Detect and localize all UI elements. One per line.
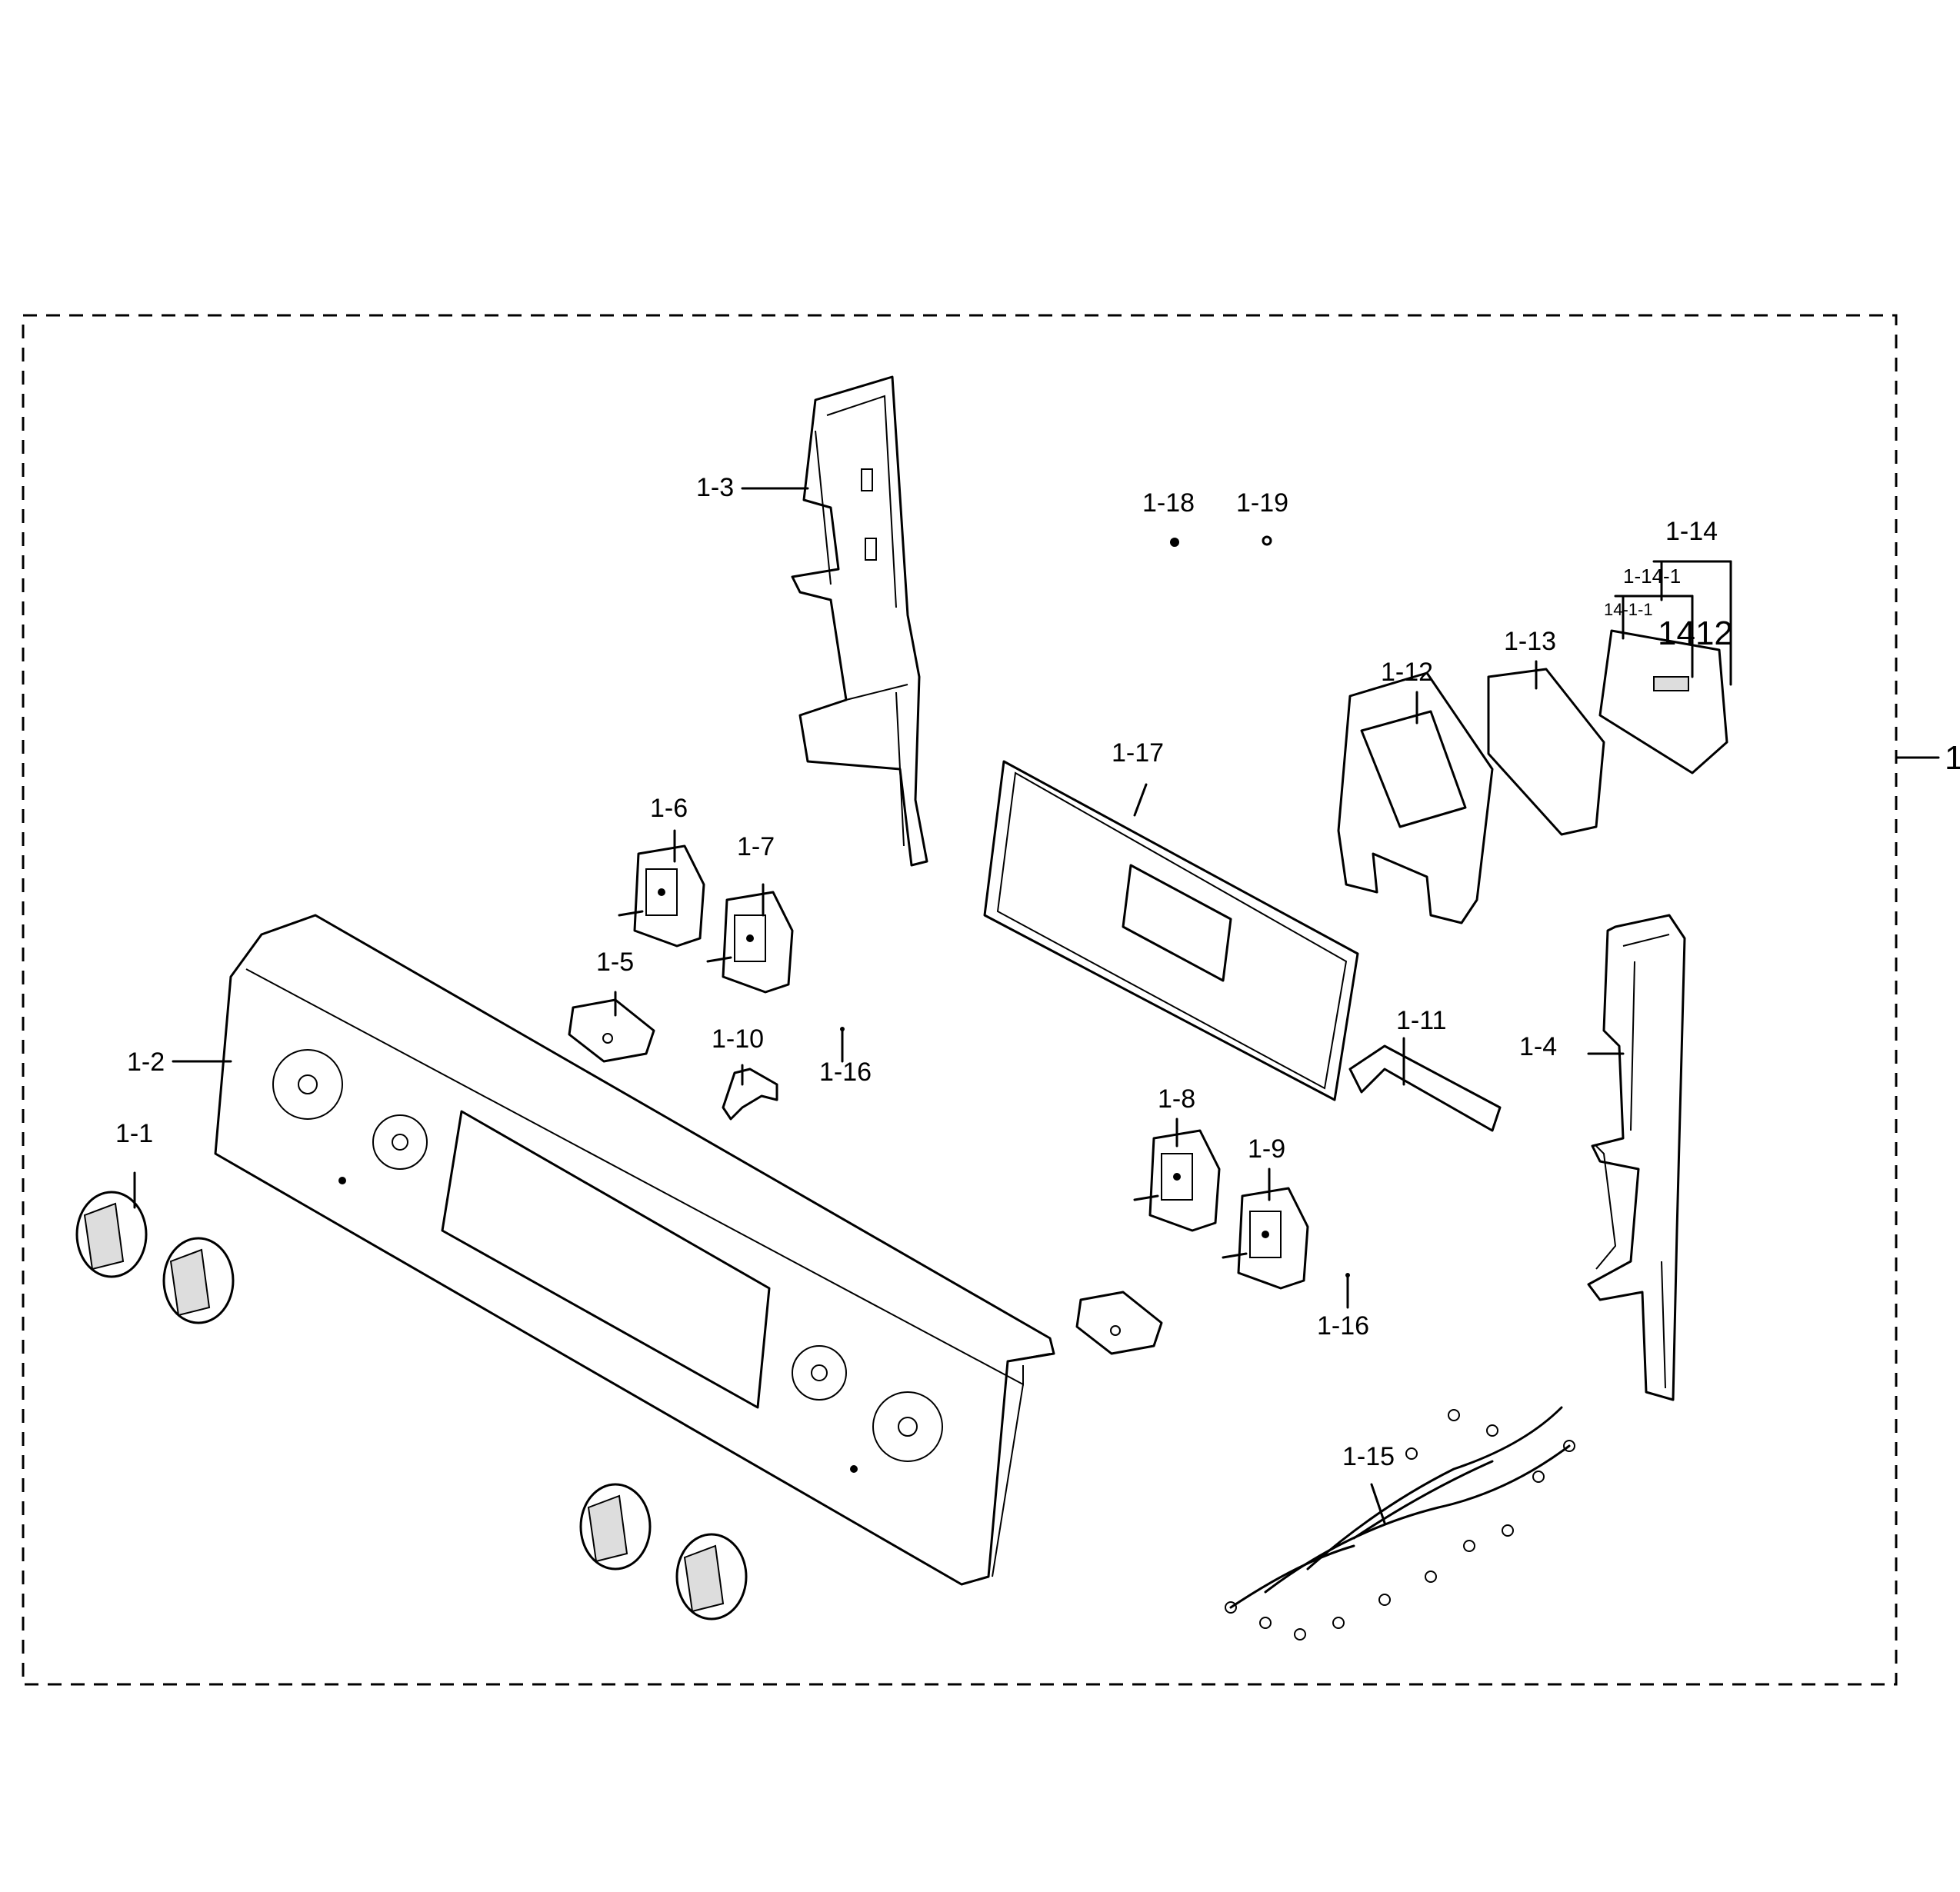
callout-1-16-b: 1-16 <box>1317 1311 1369 1341</box>
callout-1-19: 1-19 <box>1236 488 1288 518</box>
callout-1-6: 1-6 <box>650 794 688 823</box>
part-display-bracket <box>1337 671 1494 924</box>
part-flat-cable <box>1348 1044 1502 1132</box>
callout-1-13: 1-13 <box>1504 627 1556 656</box>
callout-1-12: 1-12 <box>1381 658 1433 687</box>
callout-1: 1 <box>1945 739 1960 777</box>
callout-1-2: 1-2 <box>127 1048 165 1077</box>
part-small-boxes <box>568 998 1163 1355</box>
callout-1-17: 1-17 <box>1112 738 1164 768</box>
callout-1-10: 1-10 <box>712 1024 764 1054</box>
part-side-bracket-left <box>791 375 928 867</box>
part-clip <box>722 1068 778 1121</box>
part-knobs <box>75 1191 748 1621</box>
part-control-panel <box>214 914 1055 1586</box>
callout-1-15: 1-15 <box>1342 1442 1395 1471</box>
callout-1-4: 1-4 <box>1519 1032 1557 1061</box>
part-cover <box>1487 668 1605 836</box>
callout-1-7: 1-7 <box>737 832 775 861</box>
callout-1-14: 1-14 <box>1665 517 1718 546</box>
callout-1-5: 1-5 <box>596 948 634 977</box>
callout-1412: 1412 <box>1658 615 1733 652</box>
callout-1-3: 1-3 <box>696 473 734 502</box>
callout-1-9: 1-9 <box>1248 1134 1285 1164</box>
callout-1-11: 1-11 <box>1396 1006 1447 1035</box>
callout-14-1-1: 14-1-1 <box>1604 600 1653 619</box>
callout-1-14-1: 1-14-1 <box>1623 565 1681 588</box>
part-pcb <box>1598 629 1728 774</box>
callout-1-8: 1-8 <box>1158 1084 1195 1114</box>
callout-1-1: 1-1 <box>115 1119 153 1148</box>
callout-1-16-a: 1-16 <box>819 1058 872 1087</box>
part-switches <box>618 844 1309 1290</box>
assembly-boundary <box>22 314 1898 1686</box>
part-side-bracket-right <box>1587 914 1686 1401</box>
part-screw-1-19 <box>1262 535 1272 546</box>
part-screw-1-18 <box>1170 538 1179 547</box>
part-gasket-frame <box>983 760 1359 1101</box>
callout-labels: 1-3 1-2 1-1 1-6 1-7 1-5 1-10 1-16 1-8 1-… <box>115 473 1733 1471</box>
part-wire-harness <box>1225 1406 1575 1641</box>
callout-1-18: 1-18 <box>1142 488 1195 518</box>
leader-lines <box>133 487 1732 1524</box>
